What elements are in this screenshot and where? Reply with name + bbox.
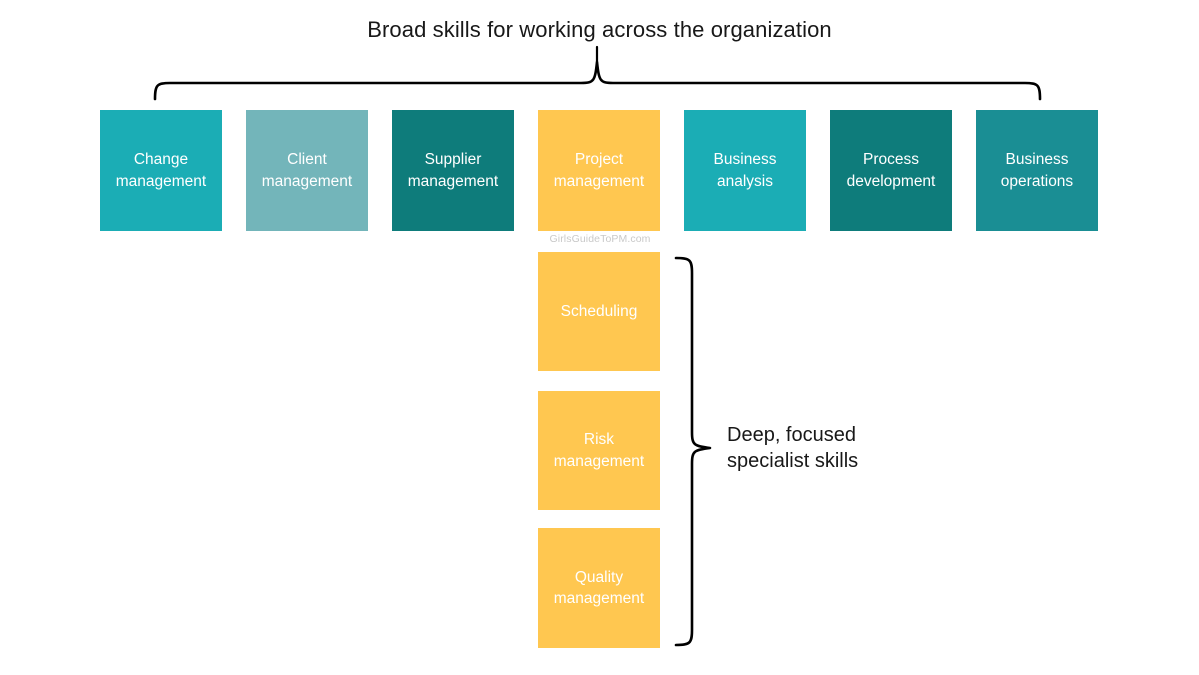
page-title: Broad skills for working across the orga… bbox=[367, 17, 832, 42]
skill-box-label: Scheduling bbox=[560, 302, 638, 320]
specialist-skills-brace-icon bbox=[674, 256, 712, 647]
specialist-skills-caption-line-2: specialist skills bbox=[727, 450, 859, 473]
skill-box-scheduling[interactable]: Scheduling bbox=[538, 252, 660, 371]
broad-skills-brace-icon bbox=[153, 45, 1042, 101]
watermark: GirlsGuideToPM.com bbox=[549, 233, 651, 245]
specialist-skills-caption-line-1: Deep, focused bbox=[727, 424, 856, 446]
specialist-skills-caption: Deep, focused specialist skills bbox=[727, 422, 957, 475]
